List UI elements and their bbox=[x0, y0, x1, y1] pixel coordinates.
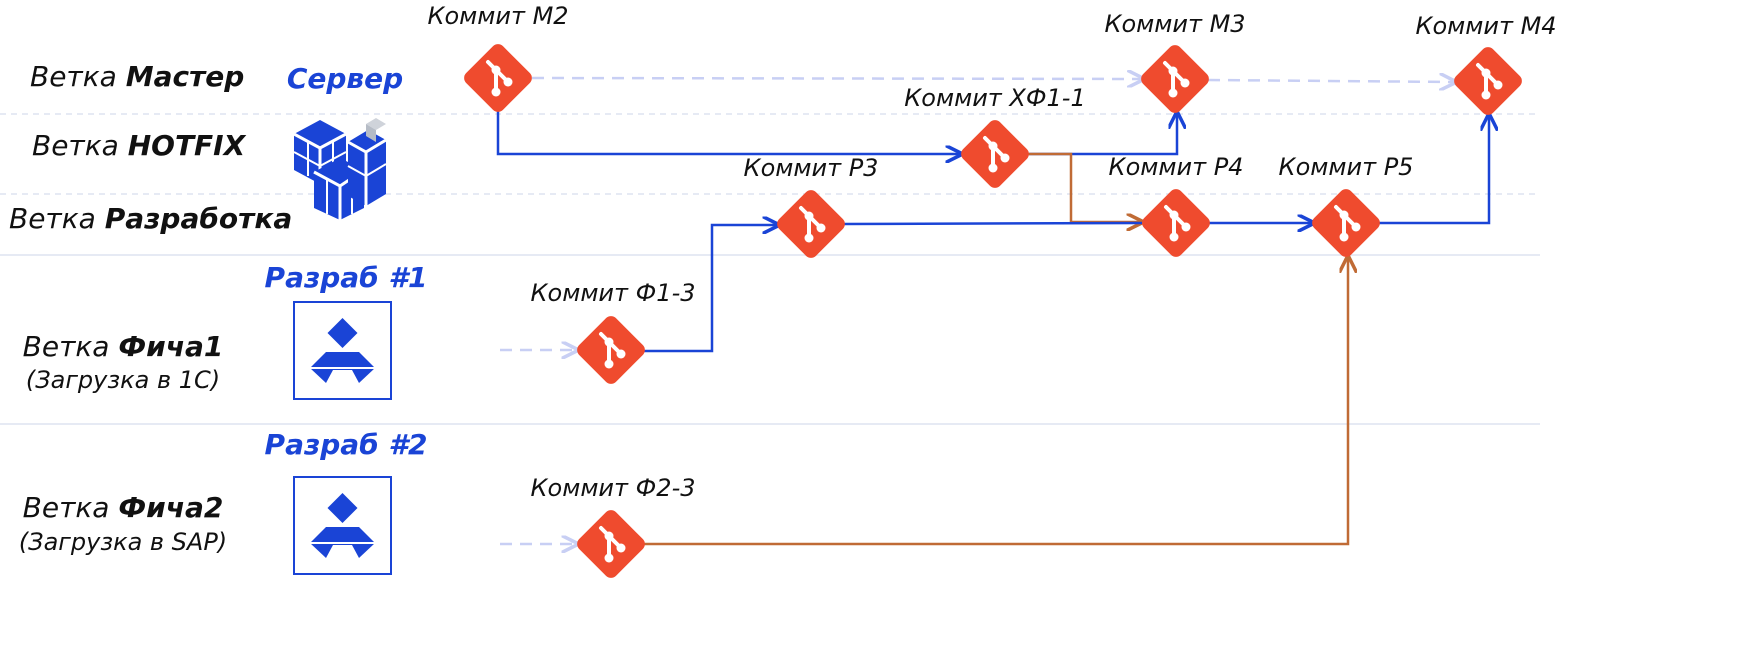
branch-label-feature2: Ветка Фича2 bbox=[23, 491, 224, 524]
actor-label-dev1: Разраб #1 bbox=[265, 261, 428, 294]
commit-p3[interactable]: Коммит Р3 bbox=[744, 154, 879, 263]
commit-f2[interactable]: Коммит Ф2-3 bbox=[531, 474, 696, 583]
commit-label: Коммит Р4 bbox=[1109, 153, 1244, 181]
commit-hf1[interactable]: Коммит ХФ1-1 bbox=[904, 84, 1086, 193]
commit-m2[interactable]: Коммит М2 bbox=[427, 2, 569, 117]
git-icon bbox=[1449, 42, 1527, 120]
git-icon bbox=[572, 505, 650, 583]
edge-f2-p5 bbox=[643, 257, 1348, 546]
branch-label-master: Ветка Мастер bbox=[30, 60, 244, 93]
commit-m3[interactable]: Коммит М3 bbox=[1104, 10, 1246, 118]
commit-edges bbox=[496, 110, 1489, 546]
lane-separators bbox=[0, 113, 1540, 425]
edge-m2-hf1 bbox=[496, 110, 961, 154]
git-icon bbox=[956, 115, 1034, 193]
git-icon bbox=[1136, 40, 1214, 118]
commit-p4[interactable]: Коммит Р4 bbox=[1109, 153, 1244, 262]
git-icon bbox=[572, 311, 650, 389]
commit-label: Коммит М4 bbox=[1415, 12, 1556, 40]
server-cube-icon bbox=[293, 118, 387, 220]
actor-label-dev2: Разраб #2 bbox=[265, 428, 428, 461]
actors: Сервер Разраб #1 Разраб #2 bbox=[265, 62, 428, 575]
edge-f1-p3 bbox=[643, 225, 778, 353]
edge-p3-p4 bbox=[842, 221, 1143, 226]
edge-hf1-m3 bbox=[1029, 113, 1177, 156]
commit-label: Коммит М2 bbox=[427, 2, 568, 30]
commit-f1[interactable]: Коммит Ф1-3 bbox=[531, 279, 696, 389]
branch-labels: Ветка Мастер Ветка HOTFIX Ветка Разработ… bbox=[9, 60, 292, 556]
commit-label: Коммит ХФ1-1 bbox=[904, 84, 1085, 112]
commit-label: Коммит М3 bbox=[1104, 10, 1245, 38]
branch-label-develop: Ветка Разработка bbox=[9, 202, 292, 235]
git-icon bbox=[459, 39, 537, 117]
commit-label: Коммит Р3 bbox=[744, 154, 879, 182]
git-icon bbox=[772, 185, 850, 263]
commit-label: Коммит Ф2-3 bbox=[531, 474, 696, 502]
commit-p5[interactable]: Коммит Р5 bbox=[1279, 153, 1414, 262]
planned-lines bbox=[500, 78, 1455, 544]
branch-subtitle-feature2: (Загрузка в SAP) bbox=[19, 528, 227, 556]
commit-m4[interactable]: Коммит М4 bbox=[1415, 12, 1557, 120]
git-icon bbox=[1307, 184, 1385, 262]
developer-icon bbox=[293, 476, 392, 575]
developer-icon bbox=[293, 301, 392, 400]
actor-label-server: Сервер bbox=[287, 62, 403, 95]
git-icon bbox=[1137, 184, 1215, 262]
branch-subtitle-feature1: (Загрузка в 1С) bbox=[26, 366, 220, 394]
branch-label-feature1: Ветка Фича1 bbox=[23, 330, 224, 363]
branch-label-hotfix: Ветка HOTFIX bbox=[32, 129, 247, 162]
edge-p5-m4 bbox=[1378, 115, 1489, 225]
edge-m3-m4 bbox=[1207, 80, 1455, 82]
commit-label: Коммит Р5 bbox=[1279, 153, 1414, 181]
edge-m2-m3 bbox=[531, 78, 1143, 79]
commit-label: Коммит Ф1-3 bbox=[531, 279, 696, 307]
commits: Коммит М2 Коммит М3 Коммит М4 Коммит ХФ1… bbox=[427, 2, 1557, 583]
